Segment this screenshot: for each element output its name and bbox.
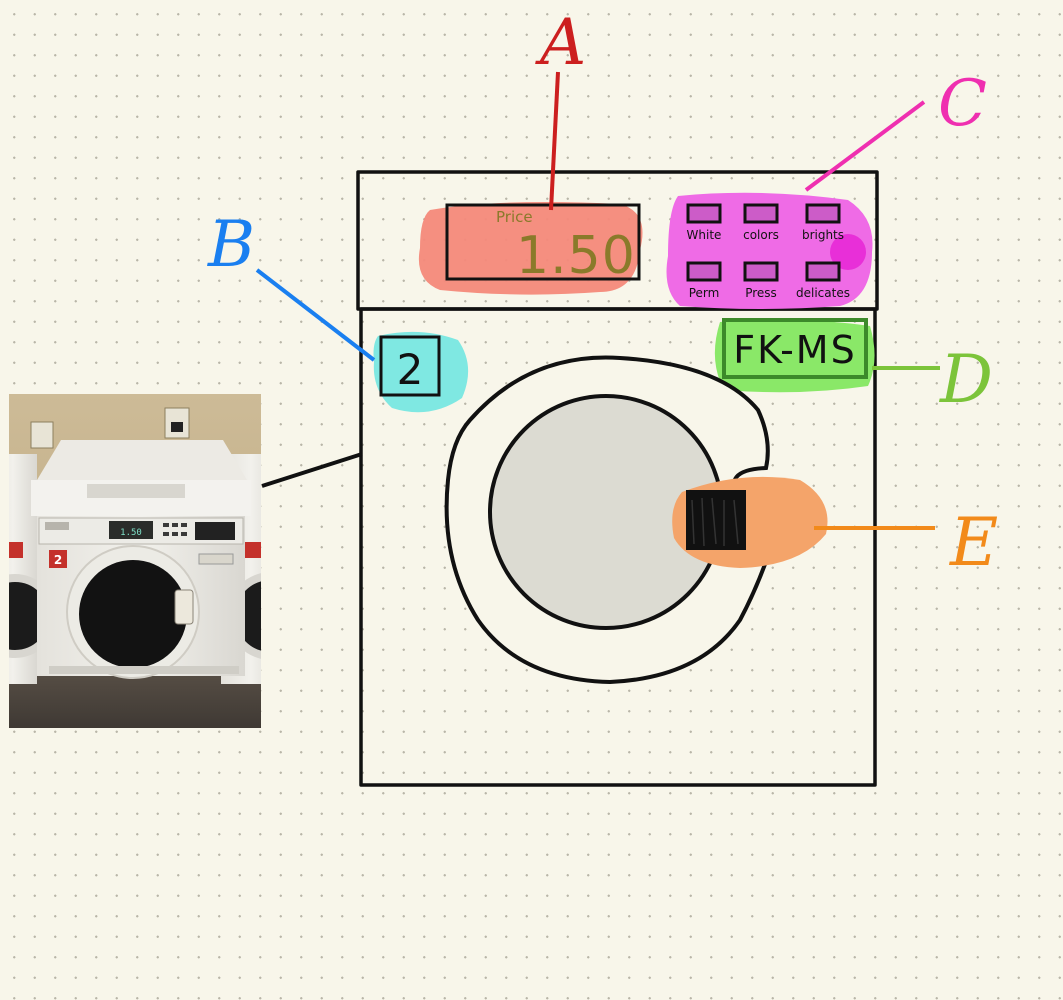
callout-b-line (255, 268, 376, 362)
cycle-button-2[interactable]: brights (802, 203, 844, 242)
cabinet-outline (359, 307, 877, 787)
callout-d-letter: D (939, 341, 993, 418)
cycle-button-1[interactable]: colors (743, 203, 779, 242)
photo-center-coin-slot (195, 522, 235, 540)
cycle-button-label: White (687, 228, 722, 242)
washer-photo-illustration: 1.50 2 (9, 394, 261, 728)
door-handle-group: E (672, 476, 998, 581)
callout-b-letter: B (207, 208, 255, 282)
photo-center-tag (198, 553, 234, 565)
cycle-button-label: brights (802, 228, 844, 242)
cycle-button-label: delicates (796, 286, 850, 300)
photo-center-logo (45, 522, 69, 530)
photo-center-buttons (163, 523, 187, 536)
cycle-button-0[interactable]: White (686, 203, 722, 242)
price-display-group: Price 1.50 A (418, 6, 643, 295)
callout-a-line (549, 71, 560, 211)
machine-number-highlight (373, 331, 469, 413)
door-handle-scribble (691, 497, 739, 547)
photo-right-badge (241, 542, 261, 558)
model-tag-value: FK-MS (733, 328, 856, 372)
machine-number-box (379, 335, 441, 397)
cycle-button-label: Perm (689, 286, 720, 300)
cycle-button-box[interactable] (686, 203, 722, 224)
cycle-button-box[interactable] (686, 261, 722, 282)
photo-center-door-window (79, 560, 187, 668)
callout-c-letter: C (938, 67, 987, 141)
model-tag-box (722, 318, 868, 379)
cycle-button-4[interactable]: Press (743, 261, 779, 300)
cycle-buttons-highlight-blob (830, 234, 866, 270)
cycle-button-box[interactable] (805, 261, 841, 282)
model-tag-highlight (714, 319, 875, 393)
photo-center-display-readout: 1.50 (120, 528, 142, 538)
callout-e-letter: E (949, 504, 998, 581)
cycle-button-box[interactable] (743, 261, 779, 282)
photo-outlet-plug (171, 422, 183, 432)
model-tag-group: FK-MS D (714, 318, 993, 418)
photo-center-number: 2 (54, 553, 62, 567)
callout-a-letter: A (535, 6, 586, 80)
photo-center-number-badge (49, 550, 67, 568)
machine-number-value: 2 (397, 345, 424, 394)
cycle-button-box[interactable] (805, 203, 841, 224)
photo-center-label (87, 484, 185, 498)
cycle-button-label: colors (743, 228, 779, 242)
cycle-button-label: Press (745, 286, 777, 300)
price-value: 1.50 (516, 226, 636, 286)
photo-left-badge (9, 542, 23, 558)
photo-connector-line (261, 452, 363, 488)
photo-center-base (49, 666, 239, 674)
cycle-button-3[interactable]: Perm (686, 261, 722, 300)
callout-c-line (804, 100, 926, 192)
photo-center-display (109, 521, 153, 539)
machine-number-group: 2 B (207, 208, 469, 413)
reference-photo: 1.50 2 (9, 394, 261, 728)
washer-body (356, 170, 879, 787)
price-display-screen (445, 203, 641, 281)
cycle-button-5[interactable]: delicates (796, 261, 850, 300)
price-display-highlight (418, 202, 643, 295)
price-label: Price (496, 208, 533, 226)
photo-outlet-left (30, 421, 54, 449)
photo-center-top (37, 440, 247, 480)
photo-center-door-handle (174, 589, 194, 625)
cycle-button-box[interactable] (743, 203, 779, 224)
